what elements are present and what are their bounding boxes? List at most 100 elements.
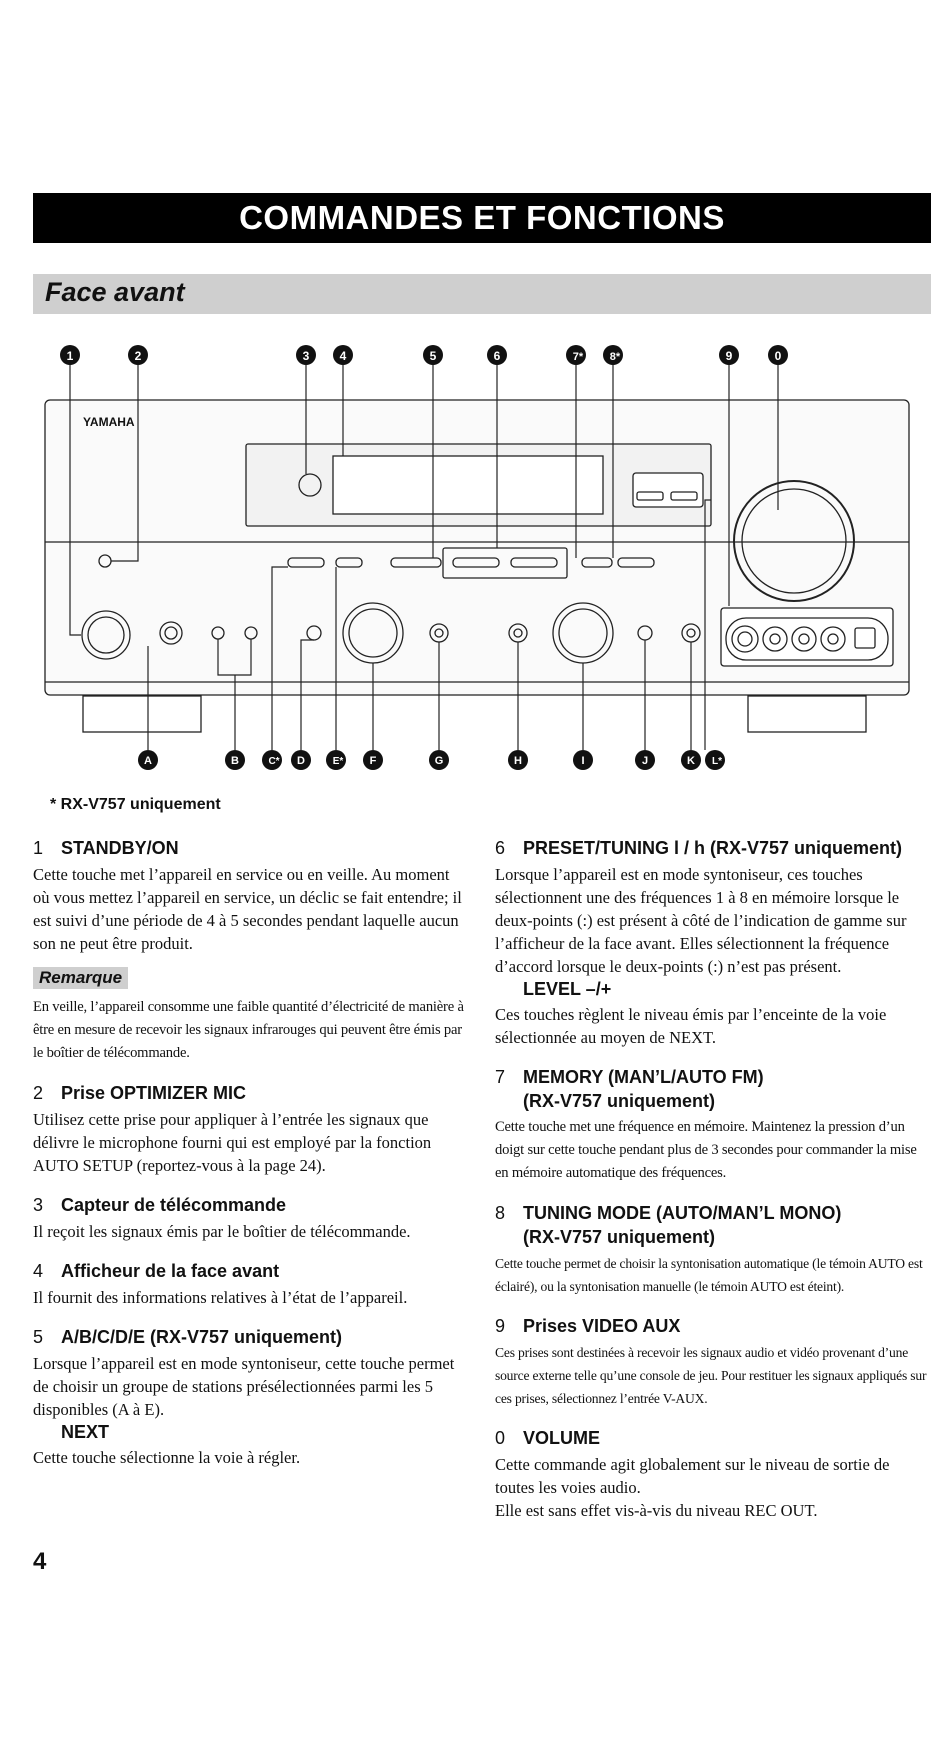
item-number: 6 [495,838,506,858]
svg-text:5: 5 [430,349,437,363]
item-body: Il reçoit les signaux émis par le boîtie… [33,1222,411,1241]
front-panel-diagram: YAMAHA 1 2 3 4 5 6 7* 8* 9 0 [44,345,910,770]
item-sub-body: Cette touche sélectionne la voie à régle… [33,1448,301,1467]
callout-4: 4 [333,345,353,365]
item-number: 4 [33,1261,44,1281]
callout-K: K [681,750,701,770]
diagram-footnote: * RX-V757 uniquement [50,796,221,813]
remark-label: Remarque [33,967,129,989]
svg-text:3: 3 [303,349,310,363]
item-body: Cette touche permet de choisir la synton… [495,1256,923,1294]
callout-0: 0 [768,345,788,365]
callout-2: 2 [128,345,148,365]
svg-text:7*: 7* [573,351,584,363]
item-title: TUNING MODE (AUTO/MAN’L MONO) [523,1203,842,1223]
svg-text:D: D [297,755,305,767]
item-number: 0 [495,1428,506,1448]
svg-text:K: K [687,755,695,767]
top-callouts: 1 2 3 4 5 6 7* 8* 9 0 [60,345,788,365]
callout-7: 7* [566,345,586,365]
item-subtitle: LEVEL –/+ [523,979,612,999]
svg-text:I: I [581,755,584,767]
item-body: Lorsque l’appareil est en mode syntonise… [495,865,907,976]
svg-text:J: J [642,755,648,767]
svg-text:8*: 8* [610,351,621,363]
item-body-2: Elle est sans effet vis-à-vis du niveau … [495,1501,818,1520]
svg-text:4: 4 [340,349,347,363]
item-number: 1 [33,838,44,858]
item-body: Ces prises sont destinées à recevoir les… [495,1345,927,1406]
item-9: 9 Prises VIDEO AUX Ces prises sont destin… [495,1314,930,1410]
callout-A: A [138,750,158,770]
item-number: 2 [33,1083,44,1103]
item-title: A/B/C/D/E (RX-V757 uniquement) [61,1327,343,1347]
right-column: 6 PRESET/TUNING l / h (RX-V757 uniquement… [495,836,930,1538]
item-subtitle: NEXT [61,1422,110,1442]
callout-C: C* [262,750,282,770]
item-body: Utilisez cette prise pour appliquer à l’… [33,1110,432,1175]
callout-J: J [635,750,655,770]
svg-text:L*: L* [712,756,722,767]
page-number: 4 [33,1548,47,1575]
item-8: 8 TUNING MODE (AUTO/MAN’L MONO) (RX-V757 u… [495,1201,930,1298]
item-title: PRESET/TUNING l / h (RX-V757 uniquement) [523,838,903,858]
item-title: STANDBY/ON [61,838,179,858]
item-number: 9 [495,1316,506,1336]
item-title-line2: (RX-V757 uniquement) [523,1227,716,1247]
callout-F: F [363,750,383,770]
video-aux-panel [720,607,894,667]
item-number: 8 [495,1203,506,1223]
section-title-bar: Face avant [33,274,931,314]
item-body: Cette touche met l’appareil en service o… [33,865,462,953]
brand-logo: YAMAHA [83,415,135,429]
remark-body: En veille, l’appareil consomme une faibl… [33,999,464,1061]
item-title: VOLUME [523,1428,601,1448]
item-title-line2: (RX-V757 uniquement) [523,1091,716,1111]
svg-text:9: 9 [726,349,733,363]
item-7: 7 MEMORY (MAN’L/AUTO FM) (RX-V757 uniqueme… [495,1065,930,1185]
svg-text:H: H [514,755,522,767]
item-6: 6 PRESET/TUNING l / h (RX-V757 uniquement… [495,836,930,1049]
item-body: Cette commande agit globalement sur le n… [495,1455,890,1497]
callout-D: D [291,750,311,770]
item-title: Prise OPTIMIZER MIC [61,1083,247,1103]
item-number: 7 [495,1067,506,1087]
svg-text:6: 6 [494,349,501,363]
svg-text:G: G [435,755,444,767]
callout-E: E* [326,750,346,770]
left-column: 1 STANDBY/ON Cette touche met l’appareil … [33,836,468,1485]
item-3: 3 Capteur de télécommande Il reçoit les s… [33,1193,468,1243]
item-4: 4 Afficheur de la face avant Il fournit d… [33,1259,468,1309]
item-number: 5 [33,1327,44,1347]
callout-9: 9 [719,345,739,365]
svg-text:2: 2 [135,349,142,363]
item-title: Prises VIDEO AUX [523,1316,681,1336]
item-number: 3 [33,1195,44,1215]
item-title: Afficheur de la face avant [61,1261,280,1281]
svg-text:E*: E* [333,756,344,767]
svg-text:0: 0 [775,349,782,363]
callout-8: 8* [603,345,623,365]
callout-1: 1 [60,345,80,365]
right-foot [747,695,867,733]
page-title: COMMANDES ET FONCTIONS [33,193,931,243]
item-body: Il fournit des informations relatives à … [33,1288,408,1307]
item-2: 2 Prise OPTIMIZER MIC Utilisez cette pris… [33,1081,468,1177]
item-title: MEMORY (MAN’L/AUTO FM) [523,1067,764,1087]
phones-jack [159,621,183,645]
item-0: 0 VOLUME Cette commande agit globalement … [495,1426,930,1522]
item-title: Capteur de télécommande [61,1195,287,1215]
callout-B: B [225,750,245,770]
svg-text:A: A [144,755,152,767]
item-1: 1 STANDBY/ON Cette touche met l’appareil … [33,836,468,1065]
callout-L: L* [705,750,725,770]
callout-G: G [429,750,449,770]
bottom-callouts: A B C* D E* F G H I J K L* [138,750,725,770]
svg-text:1: 1 [67,349,74,363]
section-title: Face avant [45,277,185,307]
item-body: Cette touche met une fréquence en mémoir… [495,1119,917,1181]
item-sub-body: Ces touches règlent le niveau émis par l… [495,1005,887,1047]
svg-text:C*: C* [268,756,279,767]
callout-I: I [573,750,593,770]
